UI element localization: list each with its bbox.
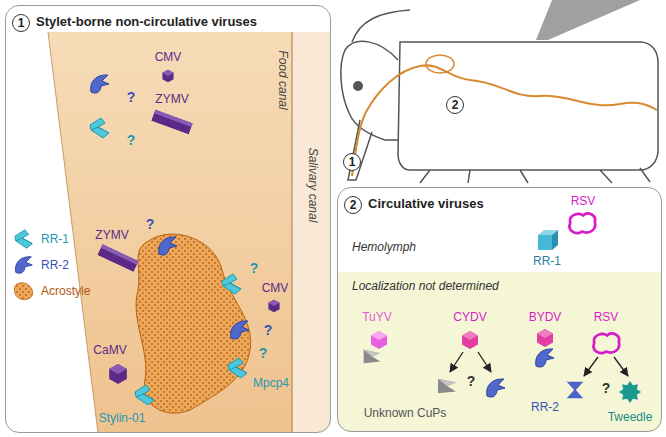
interaction-arrow: [450, 352, 463, 372]
callout-circle: 1: [343, 153, 361, 171]
protein-label: Mpcp4: [253, 377, 289, 391]
virus-label: RSV: [594, 311, 619, 325]
hemolymph-ground: [337, 187, 662, 432]
probe-needle: [536, 0, 640, 40]
question-mark: ?: [264, 322, 273, 338]
protein-label: Unknown CuPs: [364, 407, 447, 421]
rr2-protein: [159, 237, 177, 255]
region-band: Localization not determined: [338, 273, 660, 429]
rr1-protein: [222, 274, 241, 294]
legend-label: RR-2: [41, 258, 69, 272]
food-canal: [48, 32, 292, 433]
callout-number: 2: [452, 99, 459, 111]
panel-heading: Circulative viruses: [368, 196, 484, 212]
callout-circle: 1: [12, 14, 30, 32]
legend-item: RR-1: [12, 228, 69, 250]
question-mark: ?: [602, 380, 611, 396]
salivary-canal: [292, 32, 331, 433]
panel-box: Circulative viruses 2HemolymphLocalizatio…: [337, 187, 662, 432]
canal-label: Food canal: [275, 50, 289, 109]
virus-label: CMV: [262, 282, 289, 296]
virus-label: TuYV: [362, 311, 392, 325]
virus-label: CaMV: [93, 344, 126, 358]
aphid-eye: [353, 81, 363, 91]
legend-symbol: [15, 257, 32, 274]
cmv-virion: [162, 70, 173, 83]
virus-label: RSV: [571, 195, 596, 209]
rr2-protein: [91, 75, 109, 93]
callout-number: 1: [18, 17, 25, 29]
panel-ground: [337, 187, 662, 432]
panel-heading: Stylet-borne non-circulative viruses: [36, 14, 257, 30]
question-mark: ?: [250, 260, 259, 276]
question-mark: ?: [259, 345, 268, 361]
legend-item: RR-2: [12, 254, 69, 276]
legend-label: RR-1: [41, 232, 69, 246]
legend-swatch: [12, 280, 36, 302]
aphid-legs: [420, 168, 650, 183]
rsv-virion: [594, 334, 620, 353]
rr1-protein: [228, 358, 247, 378]
unknown-cup: [364, 350, 381, 363]
virus-label: CMV: [155, 51, 182, 65]
question-mark: ?: [127, 132, 136, 148]
rr1-protein: [538, 230, 558, 250]
camv-virion: [109, 364, 127, 384]
tweedle-protein: [619, 381, 641, 403]
acrostyle: [136, 234, 251, 413]
question-mark: ?: [127, 89, 136, 105]
rr2-protein: [231, 321, 249, 339]
aphid-antenna: [352, 10, 410, 42]
legend-symbol: [15, 230, 32, 248]
canal-wall: [291, 32, 292, 433]
callout-circle: 2: [344, 196, 362, 214]
protein-label: RR-2: [531, 401, 559, 415]
salivary-gland: [426, 55, 454, 73]
virus-label: ZYMV: [155, 93, 188, 107]
virus-label: BYDV: [529, 311, 562, 325]
region-label: Localization not determined: [352, 279, 499, 293]
virus-label: ZYMV: [95, 229, 128, 243]
localization-ground: [337, 272, 662, 432]
legend-label: Acrostyle: [41, 284, 90, 298]
aphid-gut: [352, 65, 657, 176]
protein-label: Tweedle: [608, 411, 653, 425]
cmv-virion: [268, 300, 279, 313]
region-band: Hemolymph: [338, 226, 660, 273]
interaction-arrow: [584, 357, 598, 376]
bydv-virion: [537, 329, 553, 347]
rr1-protein: [90, 118, 109, 138]
stylet-tip: [48, 32, 331, 433]
cydv-virion: [462, 331, 478, 349]
rr1-protein: [135, 385, 154, 405]
virus-label: CYDV: [453, 311, 486, 325]
aphid-body: [398, 42, 658, 170]
rr2-protein: [567, 382, 584, 399]
rr2-protein: [536, 349, 554, 367]
unknown-cup: [438, 379, 456, 393]
callout-number: 2: [350, 199, 357, 211]
interaction-arrow: [614, 357, 628, 376]
question-mark: ?: [467, 373, 476, 389]
zymv-virion: [97, 244, 138, 272]
callout-circle: 2: [446, 96, 464, 114]
legend-swatch: [12, 228, 36, 250]
protein-label: Stylin-01: [99, 412, 146, 426]
interaction-arrow: [478, 352, 491, 372]
region-label: Hemolymph: [352, 240, 416, 254]
canal-label: Salivary canal: [305, 148, 319, 223]
legend-item: Acrostyle: [12, 280, 90, 302]
rr2-protein: [487, 379, 505, 397]
callout-number: 1: [349, 156, 356, 168]
rsv-virion: [570, 214, 596, 233]
aphid-head: [341, 41, 398, 140]
aphid-outline: [341, 0, 658, 183]
question-mark: ?: [146, 216, 155, 232]
legend-swatch: [12, 254, 36, 276]
zymv-virion: [151, 110, 193, 135]
tuyv-virion: [371, 331, 387, 349]
legend-symbol: [14, 283, 32, 300]
protein-label: RR-1: [533, 255, 561, 269]
